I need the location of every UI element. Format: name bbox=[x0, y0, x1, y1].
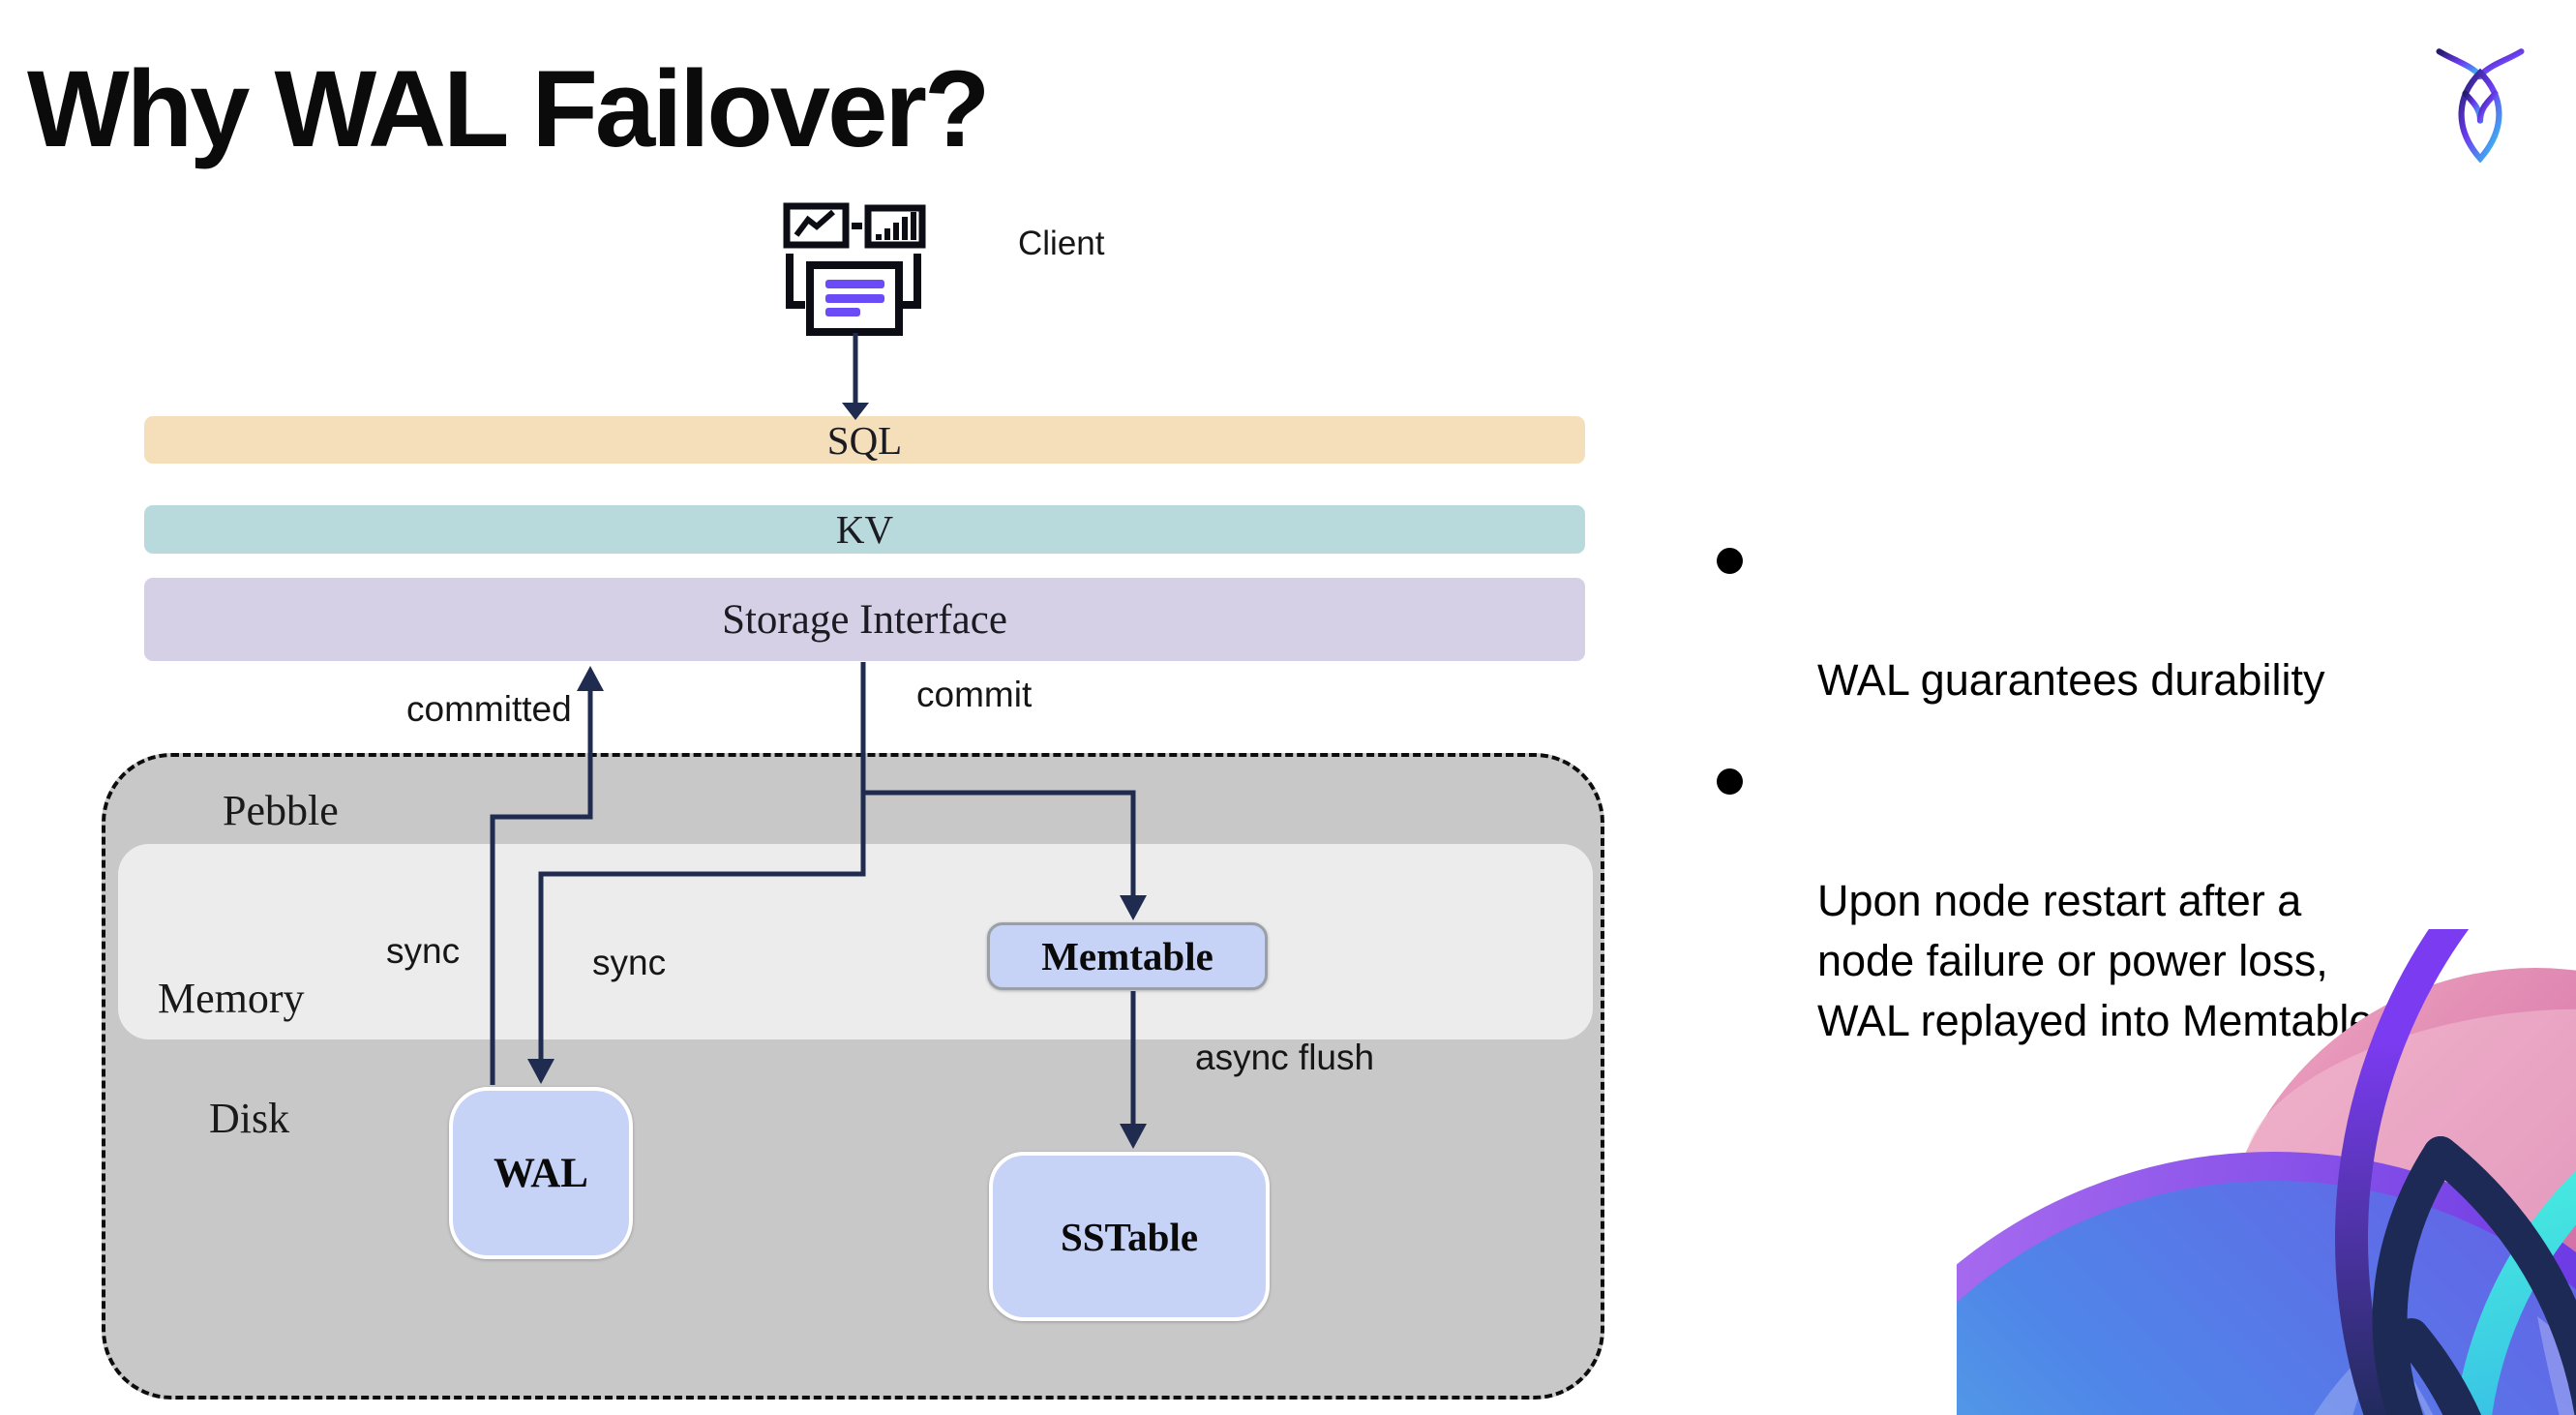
wal-label: WAL bbox=[494, 1150, 588, 1196]
brand-corner-art bbox=[1957, 929, 2576, 1415]
layer-storage-label: Storage Interface bbox=[722, 596, 1007, 643]
sync-left-edge-label: sync bbox=[386, 931, 461, 971]
bracket-glyphs bbox=[786, 254, 921, 309]
memtable-label: Memtable bbox=[1041, 934, 1213, 978]
memory-zone bbox=[118, 844, 1593, 1039]
async-flush-edge-label: async flush bbox=[1195, 1038, 1375, 1077]
bar-chart-glyph bbox=[876, 212, 916, 240]
disk-label: Disk bbox=[209, 1095, 290, 1142]
terminal-text-lines bbox=[825, 280, 884, 316]
layer-sql: SQL bbox=[144, 416, 1585, 464]
layer-kv: KV bbox=[144, 505, 1585, 554]
bullet-text: WAL guarantees durability bbox=[1817, 655, 2325, 705]
cockroachdb-logo-icon bbox=[2436, 48, 2525, 163]
sstable-node: SSTable bbox=[989, 1152, 1270, 1321]
client-terminal-charts-icon bbox=[783, 202, 926, 336]
bullet-dot-icon bbox=[1717, 548, 1743, 574]
commit-edge-label: commit bbox=[916, 675, 1033, 714]
bullet-item: Upon node restart after a node failure o… bbox=[1711, 751, 2514, 1051]
client-label: Client bbox=[1018, 225, 1105, 262]
layer-kv-label: KV bbox=[835, 507, 894, 552]
memtable-node: Memtable bbox=[987, 922, 1268, 990]
committed-edge-label: committed bbox=[406, 689, 572, 729]
bullet-dot-icon bbox=[1717, 768, 1743, 795]
layer-sql-label: SQL bbox=[826, 417, 903, 463]
wal-node: WAL bbox=[449, 1087, 633, 1259]
bullet-item: WAL guarantees durability bbox=[1711, 530, 2514, 710]
memory-label: Memory bbox=[158, 975, 305, 1022]
bullet-list: WAL guarantees durability Upon node rest… bbox=[1711, 530, 2514, 1092]
layer-storage-interface: Storage Interface bbox=[144, 578, 1585, 661]
page-title: Why WAL Failover? bbox=[27, 48, 990, 169]
pebble-label: Pebble bbox=[223, 787, 339, 834]
dash-connector bbox=[852, 223, 862, 229]
sstable-label: SSTable bbox=[1060, 1214, 1199, 1259]
bullet-text: Upon node restart after a node failure o… bbox=[1817, 876, 2374, 1045]
sync-right-edge-label: sync bbox=[592, 943, 667, 982]
